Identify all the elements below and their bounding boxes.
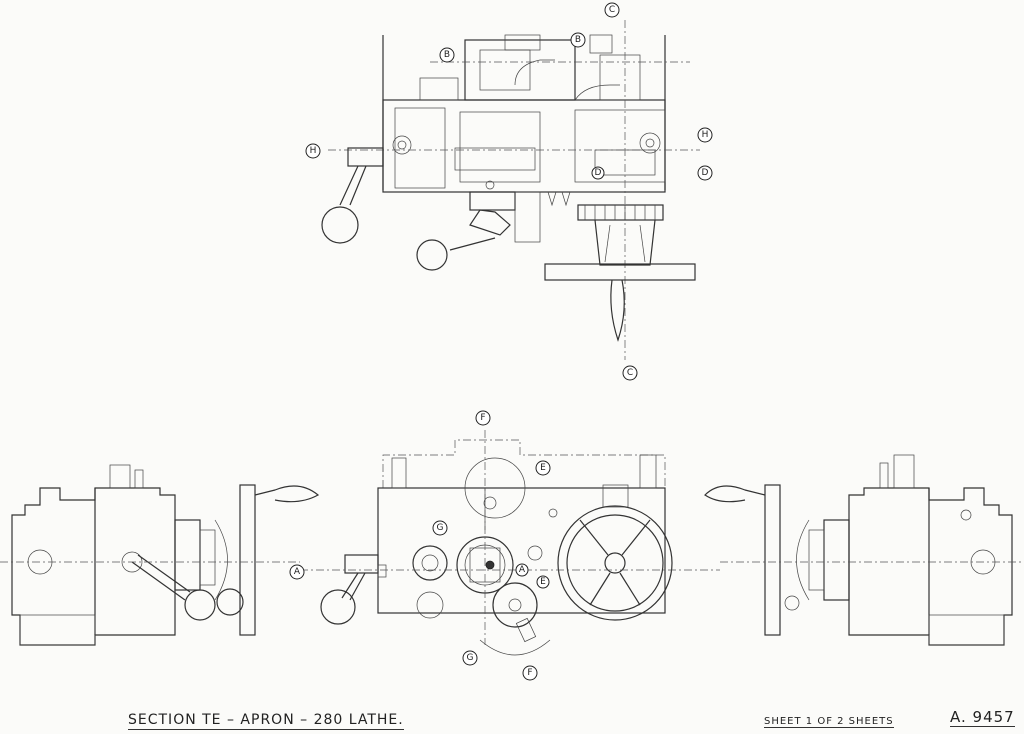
svg-text:D: D xyxy=(702,168,709,178)
graduated-dial xyxy=(577,204,664,221)
right-end-view xyxy=(704,454,1024,646)
section-marker-a-left: A xyxy=(289,564,305,580)
svg-text:G: G xyxy=(467,653,474,663)
front-elevation xyxy=(300,430,720,656)
section-marker-a-mid: A xyxy=(515,563,529,577)
svg-text:E: E xyxy=(540,463,546,473)
section-marker-h-left: H xyxy=(305,143,321,159)
svg-text:F: F xyxy=(480,413,485,423)
svg-text:A: A xyxy=(294,567,301,577)
apron-body-plan xyxy=(382,99,666,193)
svg-text:C: C xyxy=(609,5,615,15)
apron-body-front xyxy=(377,487,666,614)
top-housing xyxy=(464,39,576,101)
svg-text:A: A xyxy=(519,565,526,575)
section-marker-g-upper: G xyxy=(432,520,448,536)
section-marker-e-mid: E xyxy=(536,575,550,589)
section-marker-e-top: E xyxy=(535,460,551,476)
section-marker-f-bottom: F xyxy=(522,665,538,681)
svg-text:H: H xyxy=(702,130,709,140)
section-marker-d-mid: D xyxy=(591,166,605,180)
section-marker-f-top: F xyxy=(475,410,491,426)
svg-text:G: G xyxy=(437,523,444,533)
selector-knob xyxy=(492,582,538,628)
handwheel xyxy=(557,505,673,621)
svg-text:F: F xyxy=(527,668,532,678)
section-marker-c-bottom: C xyxy=(622,365,638,381)
svg-text:H: H xyxy=(310,146,317,156)
svg-text:B: B xyxy=(444,50,450,60)
section-marker-b-left: B xyxy=(439,47,455,63)
section-marker-h-right: H xyxy=(697,127,713,143)
section-markers: C B B H H D D C F E G A A E G F xyxy=(289,2,713,681)
lever-knob-lower xyxy=(416,239,448,271)
drawing-title: SECTION TE – APRON – 280 LATHE. xyxy=(128,712,404,730)
section-marker-b-right: B xyxy=(570,32,586,48)
section-marker-g-lower: G xyxy=(462,650,478,666)
lever-knob-left xyxy=(321,206,359,244)
svg-text:E: E xyxy=(540,577,546,587)
lever-boss xyxy=(347,147,384,167)
svg-text:D: D xyxy=(595,168,602,178)
plan-view xyxy=(321,20,700,360)
section-marker-c-top: C xyxy=(604,2,620,18)
drawing-number: A. 9457 xyxy=(950,708,1015,727)
handwheel-edge xyxy=(544,263,696,281)
section-marker-d-right: D xyxy=(697,165,713,181)
left-end-view xyxy=(0,464,320,646)
svg-text:C: C xyxy=(627,368,633,378)
sheet-number: SHEET 1 OF 2 SHEETS xyxy=(764,716,894,728)
svg-text:B: B xyxy=(575,35,581,45)
